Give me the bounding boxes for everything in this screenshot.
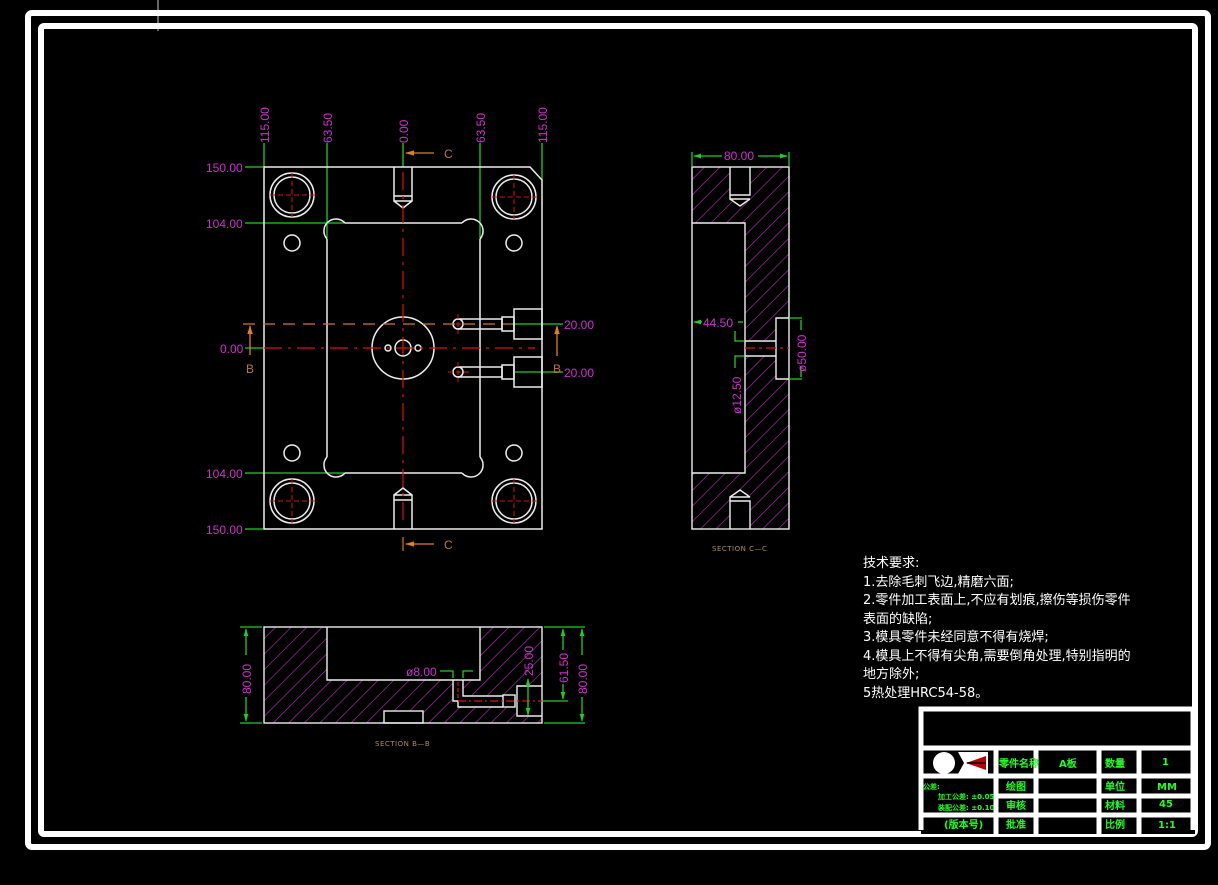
tb-tolerance-line2: 装配公差: ±0.10: [937, 803, 995, 812]
tb-unit-value: MM: [1157, 782, 1177, 793]
tb-unit-label: 单位: [1105, 780, 1125, 793]
tech-req-line: 地方除外;: [863, 667, 920, 682]
tech-req-line: 2.零件加工表面上,不应有划痕,擦伤等损伤零件: [863, 593, 1131, 608]
dim-left-150-bottom: 150.00: [206, 523, 243, 537]
dim-top-115-right: 115.00: [536, 107, 550, 143]
tb-review-label: 审核: [1006, 799, 1026, 812]
section-b-title: SECTION B—B: [375, 740, 430, 748]
dim-b-height-right: 80.00: [576, 664, 590, 694]
dim-b-depth-61: 61.50: [557, 653, 571, 683]
tb-scale-value: 1:1: [1158, 820, 1176, 831]
dim-left-104-bottom: 104.00: [206, 467, 243, 481]
section-c-view: 80.00 44.50 ø12.50 ø50.00 SECTION C—C: [691, 149, 809, 553]
tb-scale-label: 比例: [1105, 818, 1125, 831]
tb-approve-label: 批准: [1006, 818, 1026, 831]
tb-tolerance-line1: 加工公差: ±0.05: [937, 792, 995, 801]
dim-top-zero: 0.00: [397, 119, 411, 143]
section-b-label-right: B: [553, 362, 561, 376]
tb-tolerance-label: 公差:: [923, 782, 940, 791]
technical-requirements: 技术要求: 1.去除毛刺飞边,精磨六面; 2.零件加工表面上,不应有划痕,擦伤等…: [863, 555, 1183, 703]
plan-view: 115.00 63.50 0.00 63.50 115.00 150.00 10…: [206, 107, 594, 552]
section-b-label-left: B: [246, 362, 254, 376]
tb-drawn-label: 绘图: [1006, 780, 1026, 793]
dim-b-hole: ø8.00: [406, 665, 437, 679]
section-c-label-top: C: [444, 147, 453, 161]
tb-quantity-label: 数量: [1105, 757, 1125, 770]
company-logo: [933, 752, 988, 774]
tech-req-line: 1.去除毛刺飞边,精磨六面;: [863, 574, 1014, 590]
dim-c-depth: 44.50: [703, 316, 733, 330]
title-block: 零件名称 A板 数量 1 公差: 加工公差: ±0.05 装配公差: ±0.10…: [918, 706, 1196, 834]
dim-left-zero: 0.00: [220, 342, 244, 356]
tb-material-value: 45: [1159, 799, 1173, 810]
dim-c-bore-large: ø50.00: [795, 334, 809, 372]
section-c-title: SECTION C—C: [712, 545, 767, 553]
section-b-view: 80.00 ø8.00 25.00 61.50 80.00 SECTION B—…: [240, 626, 590, 748]
dim-b-depth-25: 25.00: [522, 646, 536, 676]
tech-req-heading: 技术要求:: [863, 556, 920, 571]
dim-right-20-bottom: 20.00: [564, 366, 594, 380]
tb-quantity-value: 1: [1162, 757, 1169, 768]
tech-req-line: 5热处理HRC54-58。: [863, 685, 989, 701]
dim-c-width: 80.00: [724, 149, 754, 163]
tb-material-label: 材料: [1105, 799, 1125, 812]
dim-top-115-left: 115.00: [258, 107, 272, 143]
tech-req-line: 4.模具上不得有尖角,需要倒角处理,特别指明的: [863, 648, 1131, 664]
tb-part-name-label: 零件名称: [998, 757, 1039, 770]
tech-req-line: 3.模具零件未经同意不得有烧焊;: [863, 630, 1049, 645]
dim-b-height-left: 80.00: [240, 664, 254, 694]
dim-top-63-left: 63.50: [321, 113, 335, 143]
dim-left-104-top: 104.00: [206, 217, 243, 231]
tb-version-label: (版本号): [944, 818, 983, 831]
dim-c-bore-small: ø12.50: [730, 376, 744, 414]
dim-top-63-right: 63.50: [474, 113, 488, 143]
section-c-label-bottom: C: [444, 538, 453, 552]
dim-right-20-top: 20.00: [564, 318, 594, 332]
tb-part-name-value: A板: [1059, 757, 1078, 770]
drawing-frame: [25, 10, 1211, 850]
tech-req-line: 表面的缺陷;: [863, 611, 933, 627]
dim-left-150-top: 150.00: [206, 161, 243, 175]
